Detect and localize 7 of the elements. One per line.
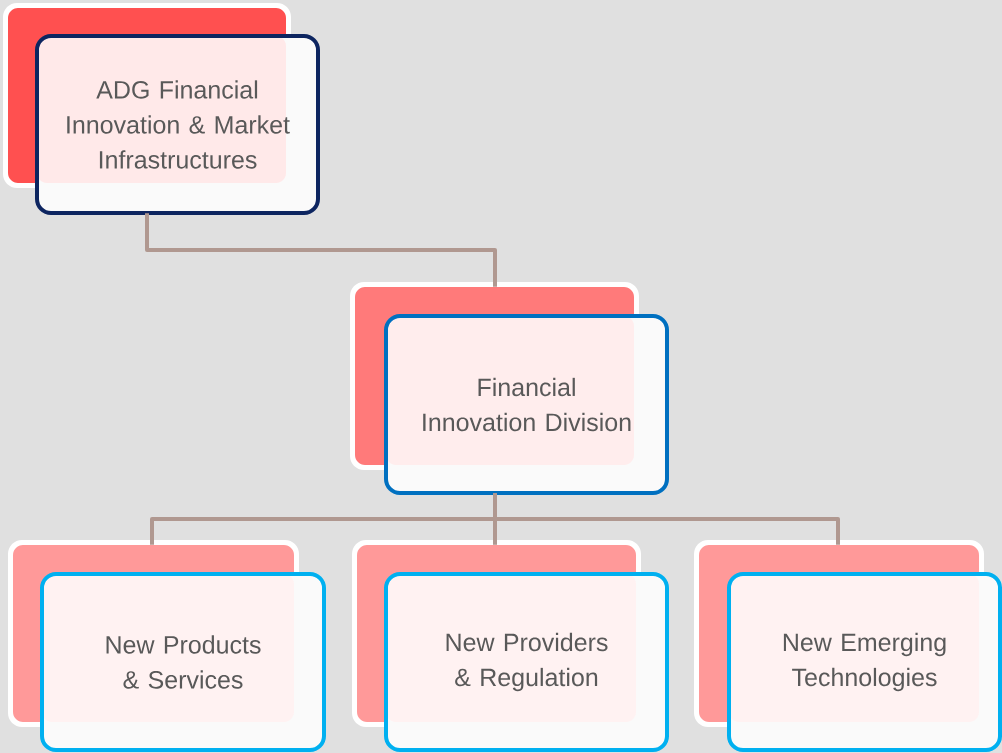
connector [145, 213, 497, 287]
org-box: New Products & Services [8, 540, 326, 752]
org-box: New Providers & Regulation [352, 540, 669, 752]
org-box: Financial Innovation Division [350, 282, 669, 495]
org-box: ADG Financial Innovation & Market Infrastructures [3, 3, 320, 215]
connector [493, 493, 840, 545]
org-box: New Emerging Technologies [694, 540, 1002, 752]
